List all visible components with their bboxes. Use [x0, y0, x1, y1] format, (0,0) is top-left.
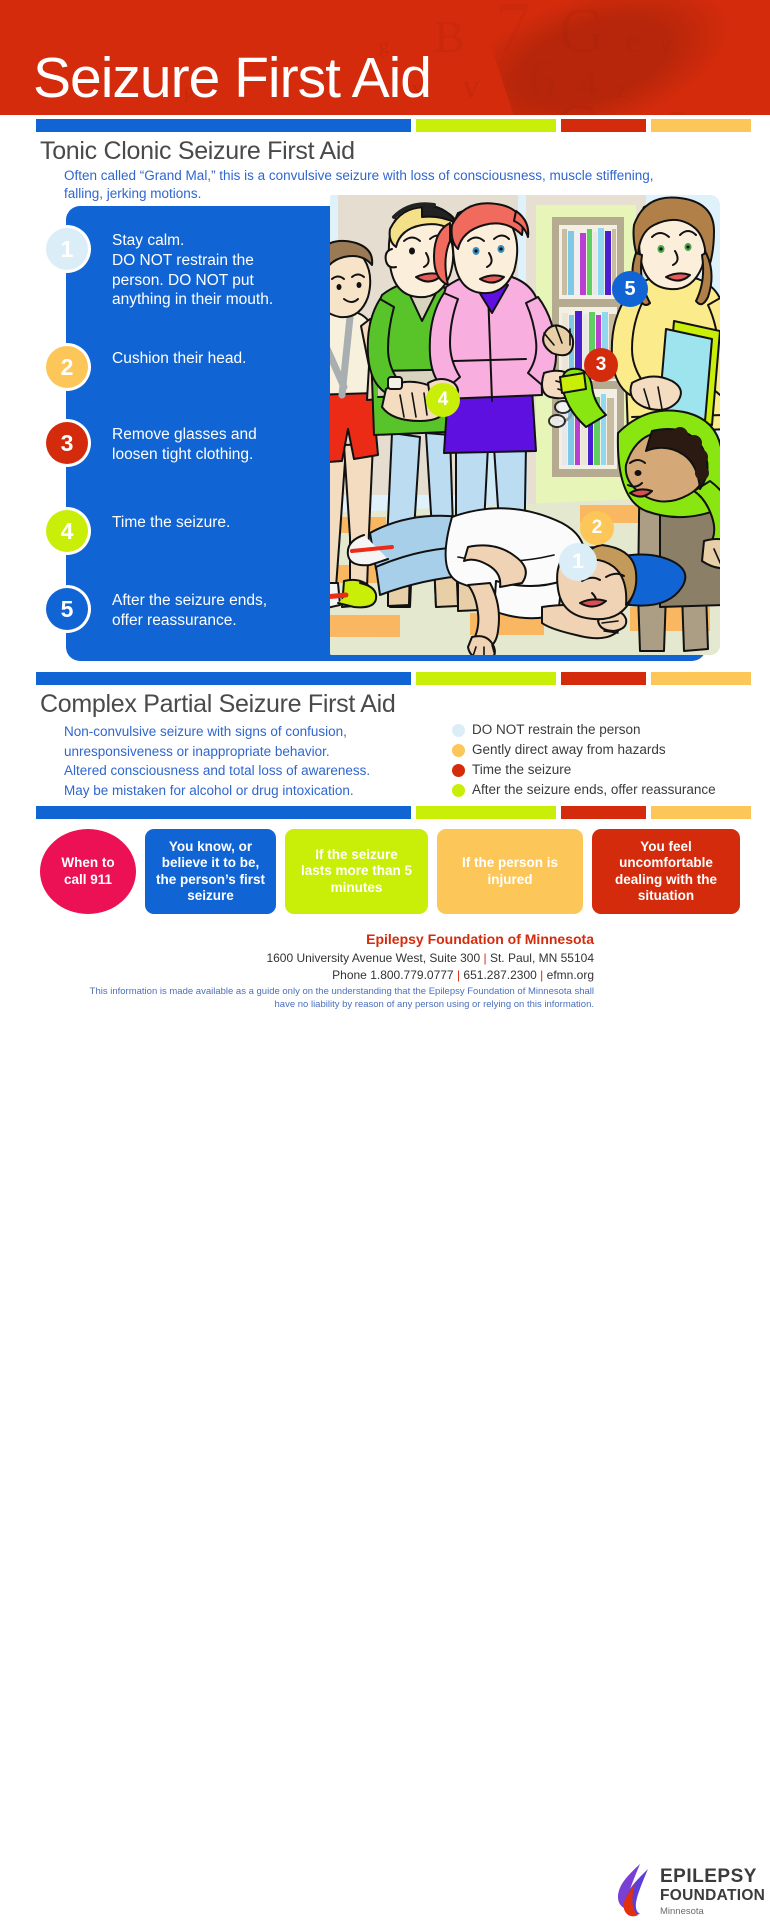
logo-line-minnesota: Minnesota	[660, 1905, 704, 1917]
address-separator: |	[483, 950, 487, 965]
step-item-2: 2 Cushion their head.	[46, 346, 336, 422]
footer-contact-block: Epilepsy Foundation of Minnesota 1600 Un…	[74, 930, 594, 984]
illustration-marker-4-label: 4	[437, 389, 449, 410]
color-bar-segment-blue	[36, 672, 411, 685]
address-street: 1600 University Avenue West, Suite 300	[266, 950, 481, 965]
step-number-badge-5: 5	[46, 588, 88, 630]
illustration-marker-2: 2	[580, 511, 614, 545]
legal-disclaimer: This information is made available as a …	[89, 986, 594, 1011]
step-number-5: 5	[60, 595, 74, 622]
color-bar-segment-blue	[36, 119, 411, 132]
seizure-first-aid-illustration: 1 2 3 4 5	[330, 195, 720, 655]
section-complex-partial-title: Complex Partial Seizure First Aid	[40, 690, 396, 718]
phone-separator-2: |	[540, 967, 544, 982]
legend-item: Gently direct away from hazards	[452, 740, 752, 760]
step-text-5: After the seizure ends,offer reassurance…	[112, 592, 268, 629]
color-bar-middle	[36, 672, 751, 685]
logo-line-epilepsy: EPILEPSY	[660, 1866, 757, 1887]
legend-item: Time the seizure	[452, 760, 752, 780]
step-item-5: 5 After the seizure ends,offer reassuran…	[46, 588, 336, 658]
logo-line-foundation: FOUNDATION	[660, 1886, 766, 1904]
legend-label: Time the seizure	[472, 762, 572, 778]
flame-icon	[618, 1864, 648, 1917]
color-bar-segment-red	[561, 672, 646, 685]
color-bar-segment-lime	[416, 806, 556, 819]
page-header: g B 7 G e y p x v 6 4 z a C d 6 k Q o s …	[0, 0, 770, 115]
legend-dot-icon	[452, 763, 465, 777]
organization-address: 1600 University Avenue West, Suite 300 |…	[74, 950, 594, 967]
illustration-marker-1: 1	[559, 543, 597, 581]
step-number-badge-4: 4	[46, 510, 88, 552]
page-footer: Epilepsy Foundation of Minnesota 1600 Un…	[0, 925, 770, 1917]
section-tonic-clonic-title: Tonic Clonic Seizure First Aid	[40, 137, 355, 165]
legend-item: After the seizure ends, offer reassuranc…	[452, 780, 752, 800]
website-link[interactable]: efmn.org	[546, 967, 594, 982]
phone-primary: Phone 1.800.779.0777	[332, 967, 454, 982]
step-number-4: 4	[60, 517, 74, 544]
color-bar-segment-red	[561, 119, 646, 132]
illustration-marker-5: 5	[612, 271, 648, 307]
color-bar-segment-amber	[651, 806, 751, 819]
color-bar-top	[36, 119, 751, 132]
section-tonic-clonic-subtitle: Often called “Grand Mal,” this is a conv…	[64, 168, 654, 202]
legend-dot-icon	[452, 723, 465, 737]
illustration-marker-5-label: 5	[624, 277, 636, 300]
legend-label: Gently direct away from hazards	[472, 742, 666, 758]
illustration-marker-3-label: 3	[595, 354, 607, 375]
color-bar-bottom	[36, 806, 751, 819]
organization-name: Epilepsy Foundation of Minnesota	[366, 931, 594, 947]
illustration-marker-2-label: 2	[591, 517, 603, 538]
legend-label: DO NOT restrain the person	[472, 722, 641, 738]
color-bar-segment-amber	[651, 672, 751, 685]
step-number-badge-2: 2	[46, 346, 88, 388]
epilepsy-foundation-logo: EPILEPSY FOUNDATION Minnesota	[612, 1863, 765, 1925]
color-bar-segment-lime	[416, 119, 556, 132]
step-item-4: 4 Time the seizure.	[46, 510, 336, 588]
phone-secondary: 651.287.2300	[463, 967, 537, 982]
illustration-marker-4: 4	[426, 383, 460, 417]
illustration-marker-3: 3	[584, 348, 618, 382]
illustration-marker-1-label: 1	[572, 550, 584, 573]
legend-item: DO NOT restrain the person	[452, 720, 752, 740]
address-city-state-zip: St. Paul, MN 55104	[489, 950, 594, 965]
complex-partial-legend: DO NOT restrain the person Gently direct…	[452, 720, 752, 800]
page-title: Seizure First Aid	[33, 46, 432, 110]
section-complex-partial-description: Non-convulsive seizure with signs of con…	[64, 724, 371, 798]
step-text-4: Time the seizure.	[112, 514, 231, 531]
step-number-badge-1: 1	[46, 228, 88, 270]
step-text-2: Cushion their head.	[112, 350, 247, 367]
phone-separator-1: |	[456, 967, 461, 982]
step-number-2: 2	[60, 353, 74, 380]
organization-contact: Phone 1.800.779.0777 | 651.287.2300 | ef…	[74, 967, 594, 984]
step-number-1: 1	[60, 235, 74, 262]
color-bar-segment-amber	[651, 119, 751, 132]
color-bar-segment-lime	[416, 672, 556, 685]
legend-dot-icon	[452, 743, 465, 757]
step-number-3: 3	[60, 429, 74, 456]
color-bar-segment-red	[561, 806, 646, 819]
legend-label: After the seizure ends, offer reassuranc…	[472, 782, 716, 798]
legend-dot-icon	[452, 783, 465, 797]
color-bar-segment-blue	[36, 806, 411, 819]
logo-wordmark: EPILEPSY FOUNDATION Minnesota	[660, 1867, 765, 1916]
step-number-badge-3: 3	[46, 422, 88, 464]
